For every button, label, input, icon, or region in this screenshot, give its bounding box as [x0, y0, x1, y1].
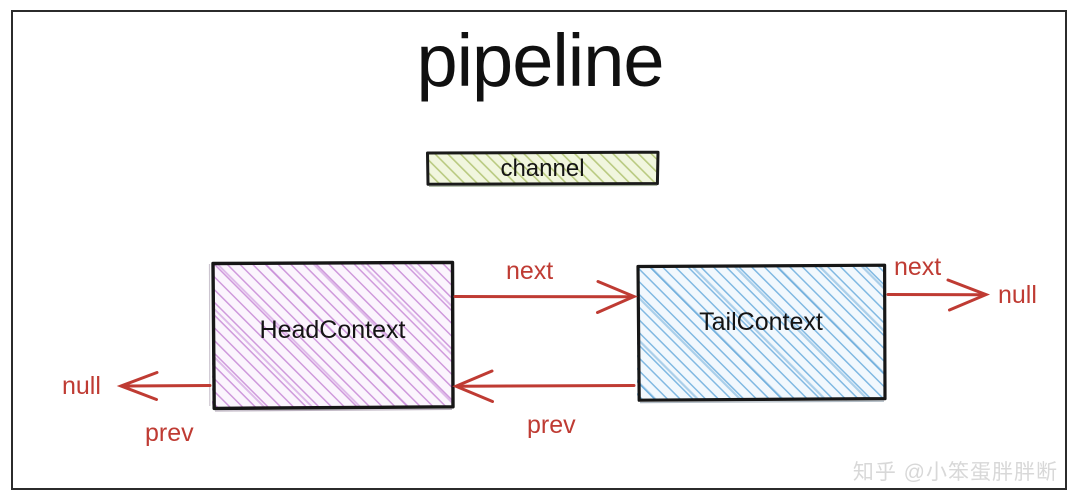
edge-prev-head-to-null [116, 371, 212, 401]
node-label-tail-context: TailContext [699, 308, 823, 336]
edge-prev-tail-to-head [452, 369, 636, 403]
edge-label-next-head-to-tail: next [506, 257, 554, 285]
zhihu-watermark: 知乎 @小笨蛋胖胖断 [852, 461, 1058, 484]
node-tail-context [636, 263, 887, 404]
edge-label-prev-head-to-null: prev [145, 419, 194, 447]
edge-next-tail-to-null [886, 278, 991, 312]
node-head-context [208, 260, 455, 412]
terminal-null-right: null [998, 281, 1037, 309]
edge-label-prev-tail-to-head: prev [527, 411, 576, 439]
edge-next-head-to-tail [453, 280, 638, 314]
diagram-frame [11, 10, 1067, 490]
node-label-head-context: HeadContext [259, 316, 406, 344]
node-channel [426, 150, 660, 188]
page-title: pipeline [416, 19, 664, 102]
edge-label-next-tail-to-null: next [894, 253, 942, 281]
terminal-null-left: null [62, 372, 101, 400]
node-label-channel: channel [500, 155, 585, 182]
